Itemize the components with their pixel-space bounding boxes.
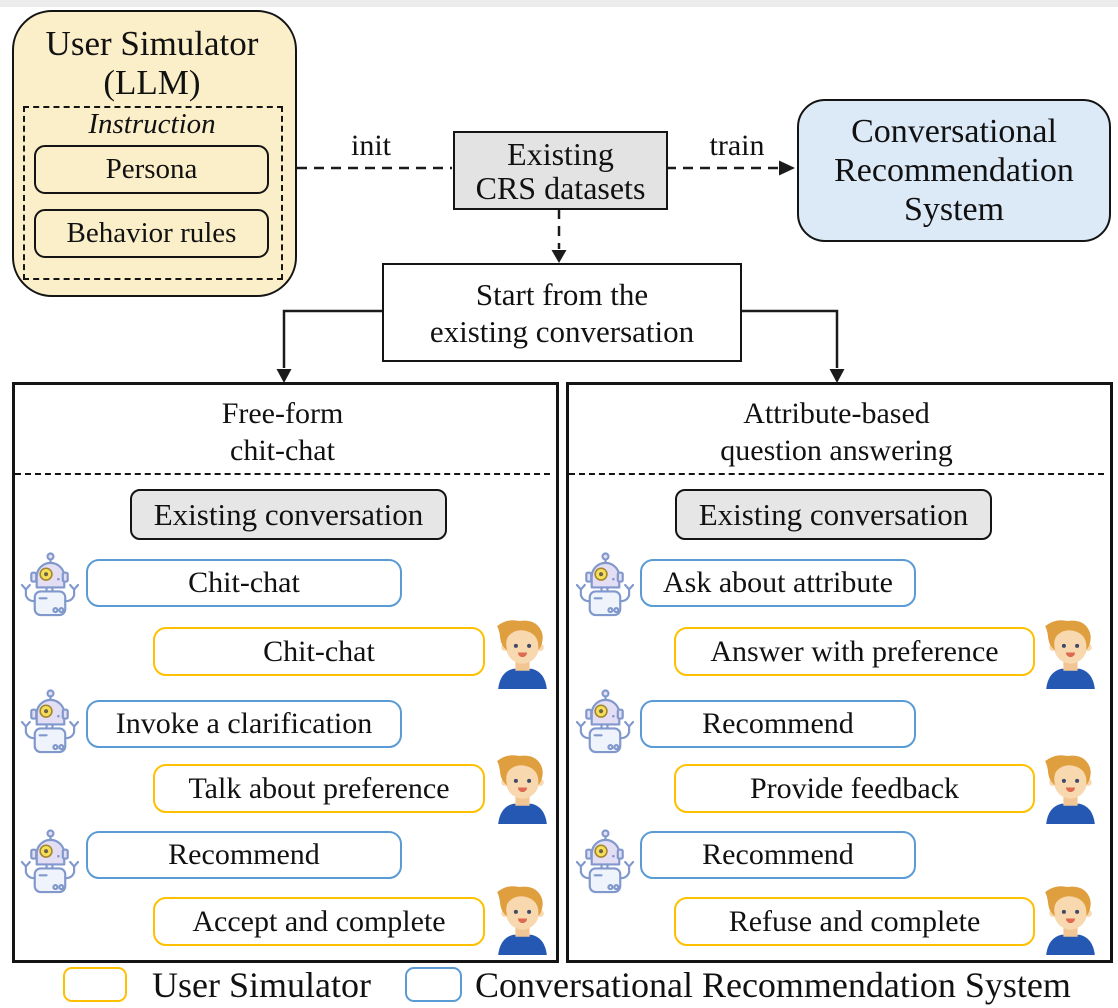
robot-icon (18, 829, 81, 896)
user-turn-bubble: Provide feedback (674, 764, 1035, 813)
instruction-group-box (23, 106, 283, 280)
datasets-line2: CRS datasets (475, 169, 646, 206)
person-icon (493, 618, 552, 689)
user-turn-bubble: Answer with preference (674, 627, 1035, 676)
person-icon (1041, 618, 1100, 689)
crs-line3: System (903, 191, 1005, 228)
panel-title-line1: Attribute-based (743, 397, 930, 430)
panel-title-line1: Free-form (221, 397, 344, 430)
panel-title: Free-form chit-chat (15, 395, 550, 469)
person-icon (1041, 884, 1100, 955)
crs-line1: Conversational (851, 113, 1057, 150)
user-turn-bubble: Chit-chat (153, 627, 485, 676)
init-edge-label: init (350, 129, 391, 162)
legend-crs-label: Conversational Recommendation System (475, 965, 1071, 1005)
existing-conversation-box: Existing conversation (675, 489, 992, 540)
panel-title-line2: chit-chat (230, 434, 335, 467)
start-to-left-panel-line (282, 309, 383, 368)
crs-turn-bubble: Recommend (86, 831, 402, 879)
robot-icon (573, 829, 636, 896)
crs-turn-bubble: Recommend (640, 831, 916, 879)
persona-box: Persona (34, 145, 269, 194)
crs-turn-bubble: Ask about attribute (640, 559, 916, 607)
datasets-line1: Existing (507, 135, 614, 172)
start-line2: existing conversation (429, 313, 695, 349)
start-line1: Start from the (475, 276, 649, 312)
panel-divider (569, 473, 1104, 475)
panel-attribute-based-qa: Attribute-based question answering Exist… (566, 382, 1113, 963)
person-icon (1041, 753, 1100, 824)
existing-crs-datasets-box: Existing CRS datasets (453, 131, 668, 210)
train-arrowhead (779, 160, 795, 176)
behavior-rules-box: Behavior rules (34, 209, 269, 258)
crs-turn-bubble: Invoke a clarification (86, 700, 402, 748)
robot-icon (18, 552, 81, 619)
crs-turn-bubble: Recommend (640, 700, 916, 748)
panel-title-line2: question answering (720, 434, 953, 467)
train-edge-label: train (709, 129, 765, 162)
user-simulator-title-line1: User Simulator (45, 24, 259, 63)
existing-conversation-box: Existing conversation (130, 489, 447, 540)
datasets-arrowhead (551, 250, 567, 263)
user-turn-bubble: Accept and complete (153, 897, 485, 946)
legend-crs-swatch (405, 967, 462, 1002)
user-turn-bubble: Refuse and complete (674, 897, 1035, 946)
start-box: Start from the existing conversation (382, 263, 742, 362)
robot-icon (573, 552, 636, 619)
left-panel-arrowhead (276, 369, 292, 383)
page-edge-strip (0, 0, 1118, 7)
crs-system-box: Conversational Recommendation System (797, 99, 1111, 242)
person-icon (493, 753, 552, 824)
crs-turn-bubble: Chit-chat (86, 559, 402, 607)
person-icon (493, 884, 552, 955)
user-simulator-title-line2: (LLM) (103, 63, 201, 102)
start-to-right-panel-line (736, 309, 839, 368)
right-panel-arrowhead (829, 369, 845, 383)
panel-divider (15, 473, 550, 475)
panel-title: Attribute-based question answering (569, 395, 1104, 469)
robot-icon (573, 689, 636, 756)
robot-icon (18, 689, 81, 756)
legend-user-simulator-swatch (63, 967, 127, 1002)
crs-line2: Recommendation (834, 152, 1074, 189)
user-simulator-title: User Simulator (LLM) (14, 24, 290, 102)
instruction-label: Instruction (88, 108, 216, 140)
panel-free-form-chit-chat: Free-form chit-chat Existing conversatio… (12, 382, 559, 963)
user-simulator-box: User Simulator (LLM) Instruction Persona… (12, 10, 297, 297)
legend-user-simulator-label: User Simulator (152, 965, 371, 1005)
user-turn-bubble: Talk about preference (153, 764, 485, 813)
